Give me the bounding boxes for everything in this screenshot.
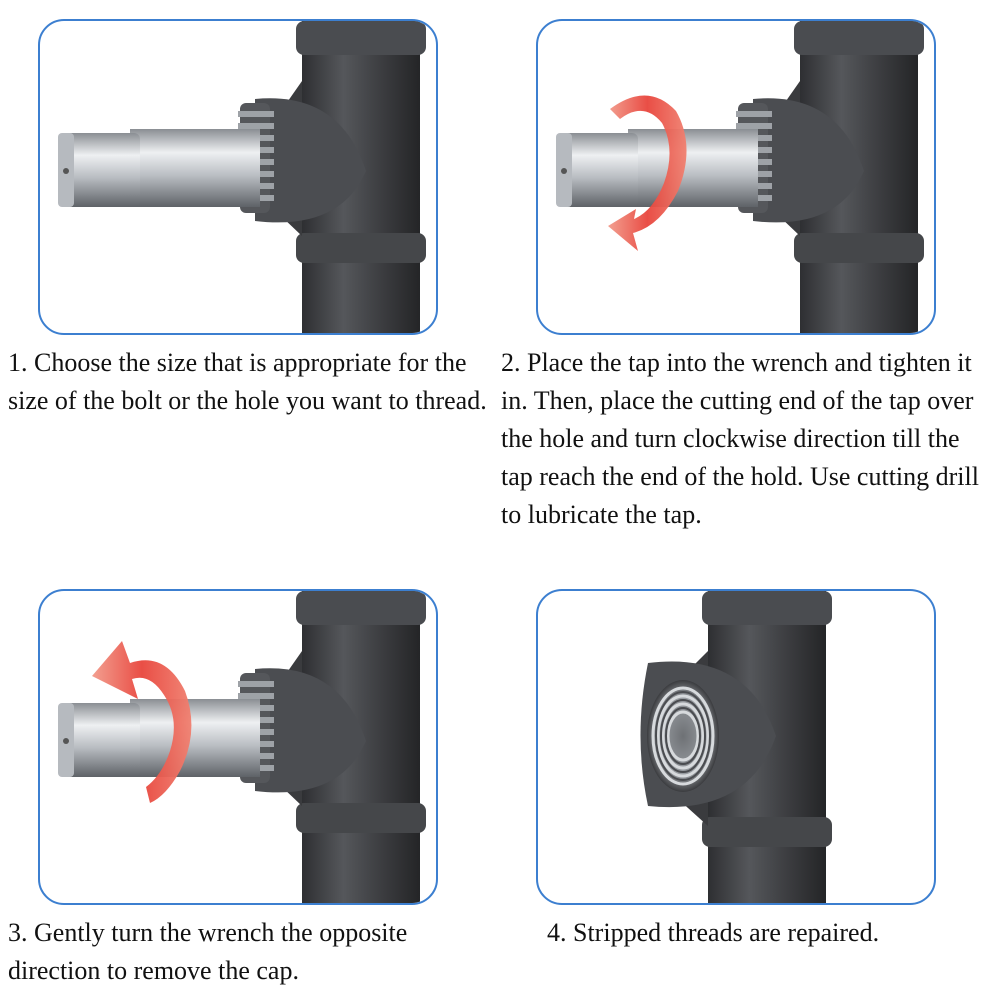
step-4-image xyxy=(536,589,936,905)
repaired-threads-illustration xyxy=(640,591,832,903)
step-3-caption: 3. Gently turn the wrench the opposite d… xyxy=(8,918,408,985)
step-3-image xyxy=(38,589,438,905)
clockwise-arrow-icon xyxy=(608,95,687,251)
step-4-caption: 4. Stripped threads are repaired. xyxy=(547,918,880,947)
counterclockwise-arrow-icon xyxy=(92,641,192,803)
step-1-image xyxy=(38,19,438,335)
tap-counterclockwise-illustration xyxy=(58,591,426,903)
tap-in-pipe-tee-illustration xyxy=(58,21,426,333)
tap-clockwise-illustration xyxy=(556,21,924,333)
step-2-image xyxy=(536,19,936,335)
step-2-caption: 2. Place the tap into the wrench and tig… xyxy=(501,348,979,529)
step-1-caption: 1. Choose the size that is appropriate f… xyxy=(8,348,487,415)
